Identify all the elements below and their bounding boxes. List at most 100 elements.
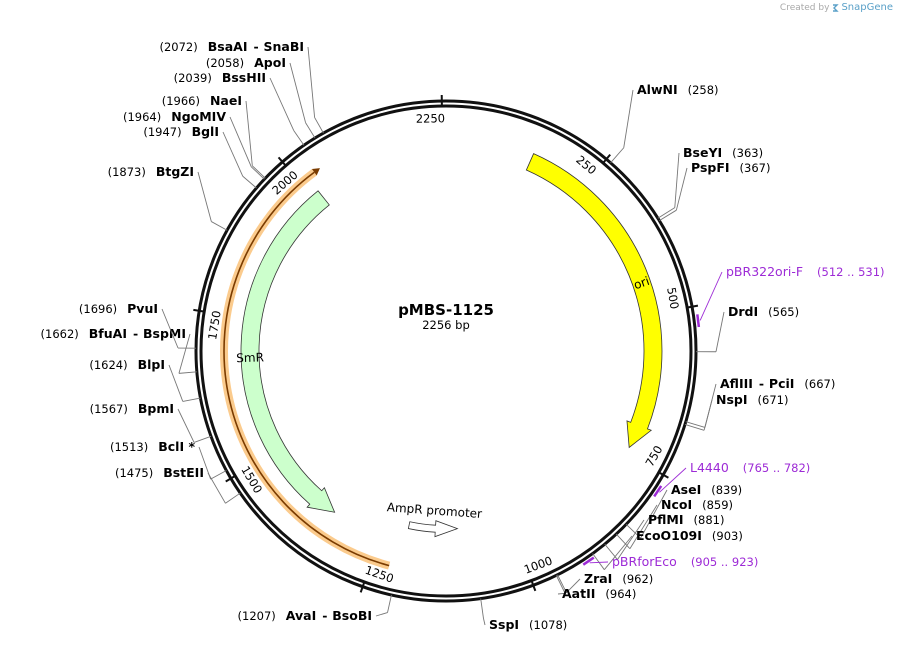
site-leader-ext <box>245 100 253 166</box>
primer-pbrforeco: pBRforEco(905 .. 923) <box>582 554 758 569</box>
tick-label-500: 500 <box>664 286 682 310</box>
site-pflmi: PflMI (881) <box>604 512 725 560</box>
site-leader-ext <box>640 489 668 539</box>
plasmid-backbone <box>194 99 698 603</box>
restriction-sites: AlwNI(258)BseYI(363)PspFI(367)DrdI(565)A… <box>41 39 836 632</box>
site-position: (1513) <box>110 440 148 454</box>
site-leader <box>193 435 212 443</box>
site-name: BglI <box>192 124 219 139</box>
site-name: EcoO109I <box>636 528 702 543</box>
site-name: PspFI <box>691 160 730 175</box>
site-name: AflIII <box>720 376 753 391</box>
site-position: (962) <box>622 572 653 586</box>
site-leader <box>178 371 197 374</box>
site-leader <box>685 421 706 428</box>
primers: pBR322ori-F(512 .. 531)L4440(765 .. 782)… <box>582 264 885 569</box>
site-position: (565) <box>768 305 799 319</box>
site-position: (667) <box>804 377 835 391</box>
site-name: NaeI <box>210 93 242 108</box>
site-leader <box>225 492 241 504</box>
site-leader <box>210 470 227 480</box>
highlight-arrowhead <box>311 168 320 176</box>
site-position: (363) <box>732 146 763 160</box>
site-position: (839) <box>711 483 742 497</box>
site-drdi: DrdI(565) <box>695 304 799 353</box>
site-leader <box>555 575 566 594</box>
site-leader-ext <box>715 311 725 352</box>
site-name-sep: - <box>759 376 764 391</box>
site-leader-ext <box>222 131 244 177</box>
site-name: ApoI <box>254 55 286 70</box>
site-leader-ext <box>375 612 388 617</box>
site-leader <box>182 397 201 402</box>
site-position: (881) <box>694 513 725 527</box>
site-apoi: (2058)ApoI <box>206 55 316 139</box>
site-position: (1567) <box>90 402 128 416</box>
site-leader-ext <box>177 408 195 443</box>
site-leader <box>480 598 484 619</box>
site-position: (1947) <box>143 125 181 139</box>
site-leader-ext <box>161 308 179 349</box>
primer-range: (765 .. 782) <box>743 461 811 475</box>
site-leader-ext <box>483 618 486 626</box>
site-alwni: AlwNI (258) <box>610 82 719 164</box>
site-leader <box>250 166 265 180</box>
site-name: AseI <box>671 482 701 497</box>
snapgene-credit: Created by SnapGene <box>780 2 893 13</box>
site-name: BsoBI <box>332 608 372 623</box>
site-name: SnaBI <box>263 39 304 54</box>
site-leader-ext <box>557 592 566 595</box>
site-pvui: (1696)PvuI <box>79 301 197 349</box>
site-bfuai-bspmi: (1662)BfuAI-BspMI <box>41 326 197 374</box>
site-leader-ext <box>197 171 212 222</box>
site-position: (1662) <box>41 327 79 341</box>
feature-arrow-ori <box>525 153 663 449</box>
site-name: ZraI <box>584 571 612 586</box>
feature-label-ampr-promoter: AmpR promoter <box>386 500 482 521</box>
tick-mark-750 <box>657 470 669 479</box>
site-ncoi: NcoI(859) <box>615 497 733 550</box>
primer-l4440: L4440(765 .. 782) <box>653 460 811 498</box>
primer-binding-mark <box>582 556 595 566</box>
snapgene-logo-icon <box>833 3 840 12</box>
site-position: (903) <box>712 529 743 543</box>
feature-arrow-smr <box>240 190 336 513</box>
site-bgli: (1947) BglI <box>143 124 257 189</box>
site-name-sep: - <box>322 608 327 623</box>
site-position: (2072) <box>160 40 198 54</box>
site-bcli: (1513) BclI * <box>110 439 227 480</box>
credit-text: Created by <box>779 2 830 13</box>
site-bpmi: (1567) BpmI <box>90 401 212 443</box>
site-leader <box>314 117 324 134</box>
site-name: BspMI <box>143 326 186 341</box>
site-aatii: AatII(964) <box>555 575 636 601</box>
site-name: BpmI <box>138 401 174 416</box>
site-position: (859) <box>702 498 733 512</box>
site-name: PciI <box>769 376 795 391</box>
site-leader <box>252 165 266 179</box>
plasmid-name: pMBS-1125 <box>398 301 494 319</box>
feature-label-smr: SmR <box>236 350 264 365</box>
site-leader-ext <box>178 333 191 374</box>
site-blpi: (1624)BlpI <box>89 357 201 402</box>
site-name: AatII <box>562 586 595 601</box>
primer-binding-mark <box>696 314 701 328</box>
site-leader-ext <box>168 364 184 402</box>
site-leader <box>659 209 677 221</box>
tick-label-1750: 1750 <box>205 310 224 341</box>
site-leader-ext <box>675 167 688 211</box>
site-name: AlwNI <box>637 82 678 97</box>
site-leader <box>242 175 257 189</box>
site-zrai: ZraI (962) <box>557 571 653 593</box>
site-name: BclI * <box>158 439 195 454</box>
site-leader <box>657 207 676 219</box>
site-position: (258) <box>688 83 719 97</box>
site-position: (1966) <box>162 94 200 108</box>
site-leader-ext <box>307 46 316 118</box>
tick-mark-2000 <box>277 156 288 168</box>
site-name: BfuAI <box>89 326 127 341</box>
site-position: (2039) <box>174 71 212 85</box>
site-position: (367) <box>740 161 771 175</box>
site-name: PflMI <box>648 512 684 527</box>
